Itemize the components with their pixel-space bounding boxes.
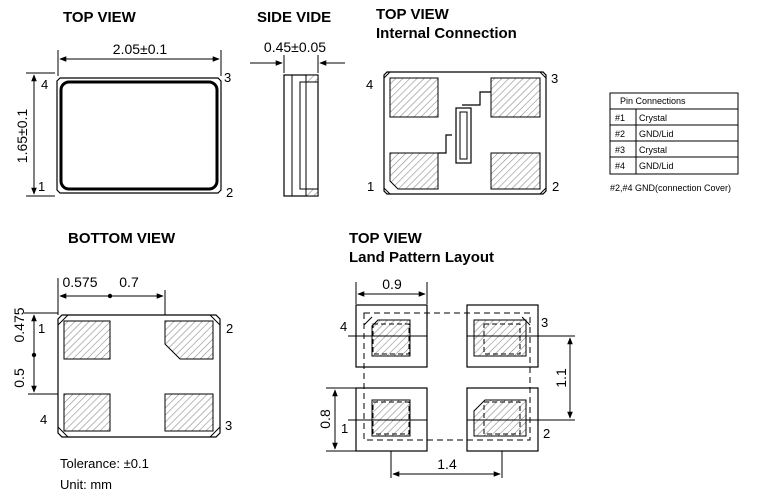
side-view-title: SIDE VIDE (257, 9, 331, 26)
height-dimension: 1.65±0.1 (14, 109, 30, 164)
internal-pad-1 (389, 152, 439, 190)
land-pattern-view: TOP VIEW Land Pattern Layout 0.9 (317, 230, 575, 478)
pin-label-2: 2 (226, 185, 233, 200)
crystal-element (455, 107, 472, 164)
pad-height-dimension: 0.8 (317, 409, 333, 429)
land-title-1: TOP VIEW (349, 230, 423, 247)
table-pin-4: #4 (615, 161, 625, 171)
land-title-2: Land Pattern Layout (349, 249, 494, 266)
offset-x-dimension: 0.575 (62, 274, 97, 290)
land-pin-2: 2 (543, 426, 550, 441)
table-footnote: #2,#4 GND(connection Cover) (610, 183, 731, 193)
internal-title-1: TOP VIEW (376, 6, 450, 23)
pin-label-3: 3 (224, 70, 231, 85)
table-fn-3: Crystal (639, 145, 667, 155)
bottom-pad-4 (63, 393, 111, 432)
land-pin-4: 4 (340, 319, 347, 334)
internal-pad-3 (490, 77, 541, 118)
pad-width-dimension: 0.9 (382, 276, 402, 292)
bottom-pad-3 (164, 393, 214, 432)
table-pin-1: #1 (615, 113, 625, 123)
internal-pin-3: 3 (551, 71, 558, 86)
bottom-pad-1 (63, 320, 111, 360)
package-outline-dashed (363, 312, 531, 441)
land-pin-1: 1 (341, 421, 348, 436)
pin-connections-table: Pin Connections #1 Crystal #2 GND/Lid #3… (609, 92, 739, 193)
table-header: Pin Connections (620, 96, 686, 106)
bottom-pad-2 (164, 320, 214, 360)
bottom-view: BOTTOM VIEW 0.575 0.7 0.475 0.5 1 2 4 3 … (11, 230, 233, 492)
land-pin-3: 3 (541, 315, 548, 330)
pin-label-4: 4 (41, 77, 48, 92)
pin-label-1: 1 (38, 179, 45, 194)
bottom-pin-3: 3 (225, 418, 232, 433)
table-fn-1: Crystal (639, 113, 667, 123)
lid-outline (59, 80, 219, 191)
unit-note: Unit: mm (60, 477, 112, 492)
pitch-y-dimension-land: 1.1 (553, 368, 569, 388)
bottom-view-title: BOTTOM VIEW (68, 230, 176, 247)
table-fn-2: GND/Lid (639, 129, 674, 139)
bottom-pin-4: 4 (40, 412, 47, 427)
side-body (283, 74, 319, 197)
table-pin-3: #3 (615, 145, 625, 155)
internal-pad-2 (490, 152, 541, 190)
table-pin-2: #2 (615, 129, 625, 139)
pitch-x-dimension: 0.7 (119, 274, 139, 290)
bottom-pin-2: 2 (226, 321, 233, 336)
top-view-title: TOP VIEW (63, 9, 137, 26)
width-dimension: 2.05±0.1 (113, 41, 168, 57)
table-fn-4: GND/Lid (639, 161, 674, 171)
internal-pin-2: 2 (552, 179, 559, 194)
package-outline (56, 77, 222, 194)
offset-y-dimension: 0.475 (11, 307, 27, 342)
pitch-x-dimension-land: 1.4 (437, 456, 457, 472)
pitch-y-dimension: 0.5 (11, 368, 27, 388)
internal-pad-4 (389, 77, 439, 118)
internal-title-2: Internal Connection (376, 25, 517, 42)
top-view: TOP VIEW 2.05±0.1 1.65±0.1 4 3 1 2 (14, 9, 233, 200)
internal-pin-4: 4 (366, 77, 373, 92)
internal-pin-1: 1 (367, 179, 374, 194)
bottom-pin-1: 1 (38, 321, 45, 336)
internal-connection-view: TOP VIEW Internal Connection 4 3 1 2 (366, 6, 559, 195)
thickness-dimension: 0.45±0.05 (264, 39, 326, 55)
tolerance-note: Tolerance: ±0.1 (60, 456, 149, 471)
side-view: SIDE VIDE 0.45±0.05 (250, 9, 345, 197)
